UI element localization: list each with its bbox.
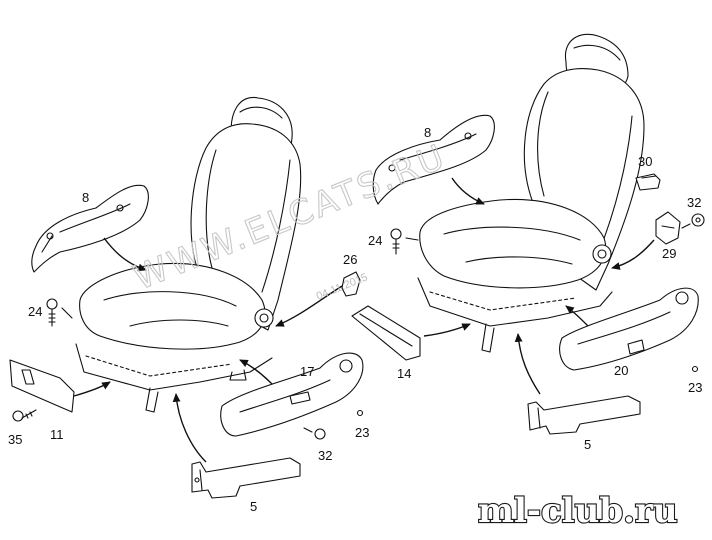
side-panel-17-part [220,352,364,437]
assembly-arrows [61,177,655,463]
left-front-cover-part [9,359,75,413]
trim-strip-14-part [351,305,421,361]
callout-left-23: 23 [355,425,369,440]
right-seat [417,33,645,353]
callout-left-24: 24 [28,304,42,319]
callout-labels: 8 24 26 17 11 35 32 23 5 14 8 30 32 24 2… [8,125,702,514]
bolt-24-right-part [390,228,402,255]
left-side-trim-part [31,184,149,273]
callout-left-8: 8 [82,190,89,205]
callout-left-17: 17 [300,364,314,379]
nut-23-right-part [691,365,699,373]
callout-center-14: 14 [397,366,411,381]
callout-right-32: 32 [687,195,701,210]
site-logo: ml-club.ru [478,491,678,531]
callout-left-26: 26 [343,252,357,267]
nut-23-left-part [356,409,364,417]
bolt-24-left-part [46,298,58,327]
rail-5-right-part [527,395,641,435]
callout-left-35: 35 [8,432,22,447]
callout-right-30: 30 [638,154,652,169]
screw-35-part [12,409,37,422]
callout-right-23: 23 [688,380,702,395]
callout-left-11: 11 [50,427,64,442]
clip-30-part [635,173,661,191]
screw-32-left-part [303,427,326,440]
callout-right-8: 8 [424,125,431,140]
callout-left-5: 5 [250,499,257,514]
side-panel-20-part [559,287,699,371]
switch-29-part [655,211,681,245]
callout-right-20: 20 [614,363,628,378]
callout-right-5: 5 [584,437,591,452]
right-side-trim-part [372,114,495,205]
left-seat [75,96,302,413]
rail-5-left-part [191,457,301,499]
clip-26-part [341,271,361,297]
watermark-date-text: 04.11.2015 [315,271,370,302]
callout-right-24: 24 [368,233,382,248]
callout-right-29: 29 [662,246,676,261]
callout-left-32: 32 [318,448,332,463]
screw-32-right-part [681,213,705,229]
